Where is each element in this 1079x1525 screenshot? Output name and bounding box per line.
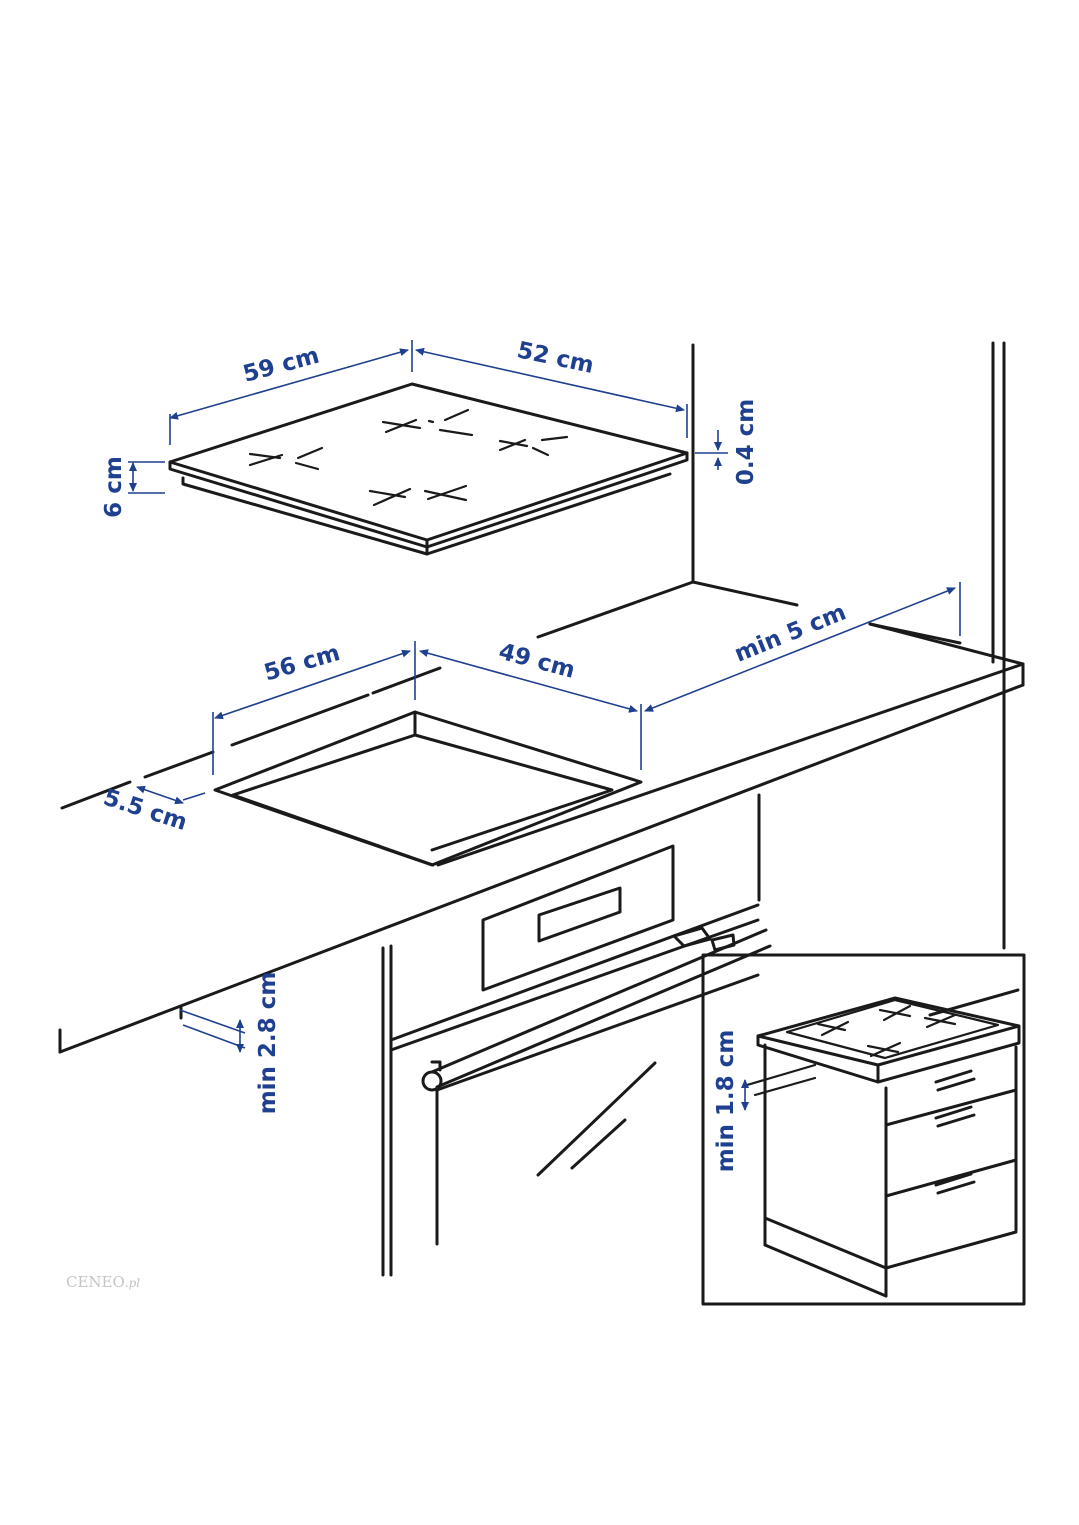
countertop [58, 622, 1025, 1054]
inset-burner-marks [816, 1004, 957, 1058]
oven [179, 793, 772, 1277]
inset-cabinet-detail [701, 953, 1026, 1306]
hob-height-label: 6 cm [101, 456, 127, 518]
hob-width-label: 59 cm [240, 343, 322, 388]
cooktop [168, 382, 689, 556]
cutout-depth-label: 49 cm [496, 639, 578, 684]
dimension-lines [128, 340, 961, 1111]
oven-clearance-label: min 2.8 cm [255, 972, 281, 1115]
cutout-width-label: 56 cm [261, 640, 343, 686]
hob-glass-label: 0.4 cm [733, 399, 759, 485]
watermark-suffix: .pl [125, 1276, 140, 1290]
inset-clearance-label: min 1.8 cm [713, 1030, 739, 1173]
wall-gap-label: min 5 cm [731, 599, 850, 667]
watermark: CENEO.pl [66, 1273, 140, 1291]
hob-depth-label: 52 cm [515, 337, 596, 379]
burner-marks [248, 408, 569, 507]
front-gap-label: 5.5 cm [100, 785, 190, 836]
watermark-brand: CENEO [66, 1273, 125, 1291]
